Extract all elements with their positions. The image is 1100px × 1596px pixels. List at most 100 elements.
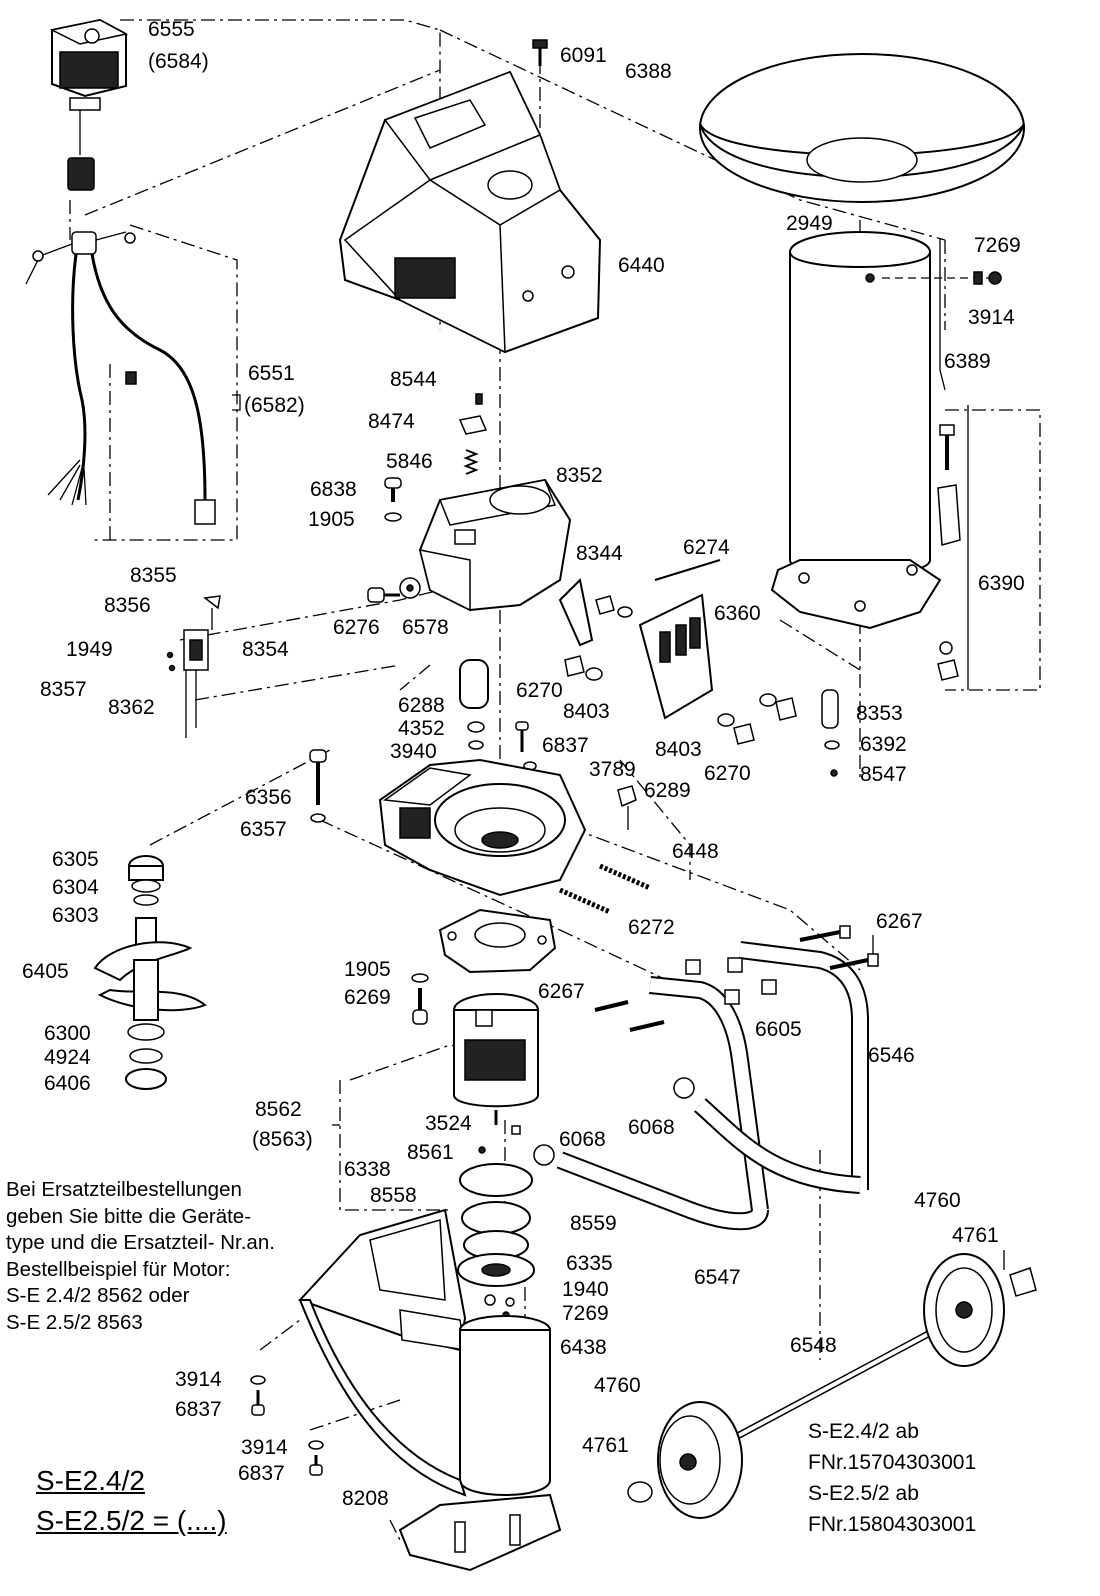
part-label: 8355 [130, 564, 177, 587]
part-label: 7269 [562, 1302, 609, 1325]
part-label: 4761 [952, 1224, 999, 1247]
part-label: 8562 [255, 1098, 302, 1121]
part-label: 6406 [44, 1072, 91, 1095]
spring-5846 [463, 449, 479, 475]
part-label: 6440 [618, 254, 665, 277]
part-label: 1905 [344, 958, 391, 981]
axle-6548 [728, 1321, 947, 1444]
screw-6269 [411, 973, 429, 1025]
frame-tubes-6546-6547 [533, 941, 869, 1231]
cable-harness-6551 [25, 231, 216, 525]
model-line: S-E2.5/2 = (....) [36, 1505, 227, 1536]
part-label: 6551 [248, 362, 295, 385]
wheel-4760-lower [627, 1401, 743, 1519]
order-note-line: S-E 2.5/2 8563 [6, 1310, 143, 1334]
tube-hardware-6390 [937, 424, 961, 681]
order-note-line: geben Sie bitte die Geräte- [6, 1204, 252, 1228]
part-label: 4760 [914, 1189, 961, 1212]
part-label: (6582) [244, 394, 305, 417]
order-note-line: Bei Ersatzteilbestellungen [6, 1178, 242, 1201]
part-label: 6546 [868, 1044, 915, 1067]
bolt-6838 [384, 477, 402, 522]
order-note-line: type und die Ersatzteil- Nr.an. [6, 1231, 275, 1254]
part-label: 8344 [576, 542, 623, 565]
part-label: 6288 [398, 694, 445, 717]
part-label: 4924 [44, 1046, 91, 1069]
springs-6272 [558, 863, 652, 915]
order-note-line: Bestellbeispiel für Motor: [6, 1257, 231, 1281]
switch-6555 [49, 18, 129, 191]
part-label: 6289 [644, 779, 691, 802]
part-label: 6547 [694, 1266, 741, 1289]
part-label: 8356 [104, 594, 151, 617]
bolts-6267 [594, 925, 879, 1032]
bolt-6356 [309, 749, 327, 823]
part-label: 6837 [175, 1398, 222, 1421]
chute-tube-6389 [770, 231, 1002, 630]
fan-disks-8558-8559 [457, 1125, 535, 1319]
bearing-housing-8352 [418, 478, 572, 612]
part-label: 1940 [562, 1278, 609, 1301]
part-label: 6578 [402, 616, 449, 639]
part-label: 6548 [790, 1334, 837, 1357]
part-label: 6605 [755, 1018, 802, 1041]
part-label: 8352 [556, 464, 603, 487]
motor-8562 [453, 993, 539, 1125]
model-designation: S-E2.4/2 S-E2.5/2 = (....) [36, 1461, 227, 1541]
part-label: 6356 [245, 786, 292, 809]
model-line: S-E2.4/2 [36, 1465, 145, 1496]
part-label: 8403 [563, 700, 610, 723]
part-label: 3914 [241, 1436, 288, 1459]
part-label: 8474 [368, 410, 415, 433]
capacitor-6288 [459, 659, 489, 750]
screw-6091 [532, 39, 548, 66]
part-label: 6388 [625, 60, 672, 83]
part-label: 6267 [538, 980, 585, 1003]
gearbox-housing-6448 [378, 758, 587, 897]
part-label: 8559 [570, 1212, 617, 1235]
part-label: 6091 [560, 44, 607, 67]
screw-6837-top [515, 721, 537, 771]
part-label: 8353 [856, 702, 903, 725]
part-label: 6389 [944, 350, 991, 373]
plug-6289 [617, 785, 637, 830]
knife-plate-6360 [638, 593, 714, 720]
wheel-4760-upper [923, 1253, 1037, 1367]
part-label: 6390 [978, 572, 1025, 595]
pin-8353 [821, 689, 840, 777]
part-label: 6448 [672, 840, 719, 863]
part-label: 6357 [240, 818, 287, 841]
part-label: (6584) [148, 50, 209, 73]
part-label: 8362 [108, 696, 155, 719]
part-label: 6555 [148, 18, 195, 41]
plate-8474 [458, 393, 488, 435]
part-label: 3524 [425, 1112, 472, 1135]
screw-6276 [367, 577, 421, 603]
part-label: 1905 [308, 508, 355, 531]
nuts-6270-8403 [564, 595, 797, 745]
rod-6274 [654, 559, 721, 581]
part-label: 8208 [342, 1487, 389, 1510]
part-label: 8547 [860, 763, 907, 786]
part-label: 4761 [582, 1434, 629, 1457]
part-label: 6838 [310, 478, 357, 501]
flange-bearing [438, 908, 557, 974]
part-label: 4352 [398, 717, 445, 740]
funnel-6388 [699, 53, 1025, 203]
wedge-8344 [558, 577, 594, 647]
part-label: 8403 [655, 738, 702, 761]
part-label: 6338 [344, 1158, 391, 1181]
micro-switch-8354 [166, 595, 221, 738]
auger-6405 [93, 917, 207, 1090]
part-label: 3914 [175, 1368, 222, 1391]
part-label: 6405 [22, 960, 69, 983]
part-label: 6068 [628, 1116, 675, 1139]
serial-note-line: S-E2.5/2 ab [808, 1482, 919, 1505]
frame-6438 [298, 1208, 551, 1497]
housing-cover-6440 [338, 70, 602, 354]
part-label: 8558 [370, 1184, 417, 1207]
part-label: 6335 [566, 1252, 613, 1275]
part-label: 8357 [40, 678, 87, 701]
part-label: 3789 [589, 758, 636, 781]
